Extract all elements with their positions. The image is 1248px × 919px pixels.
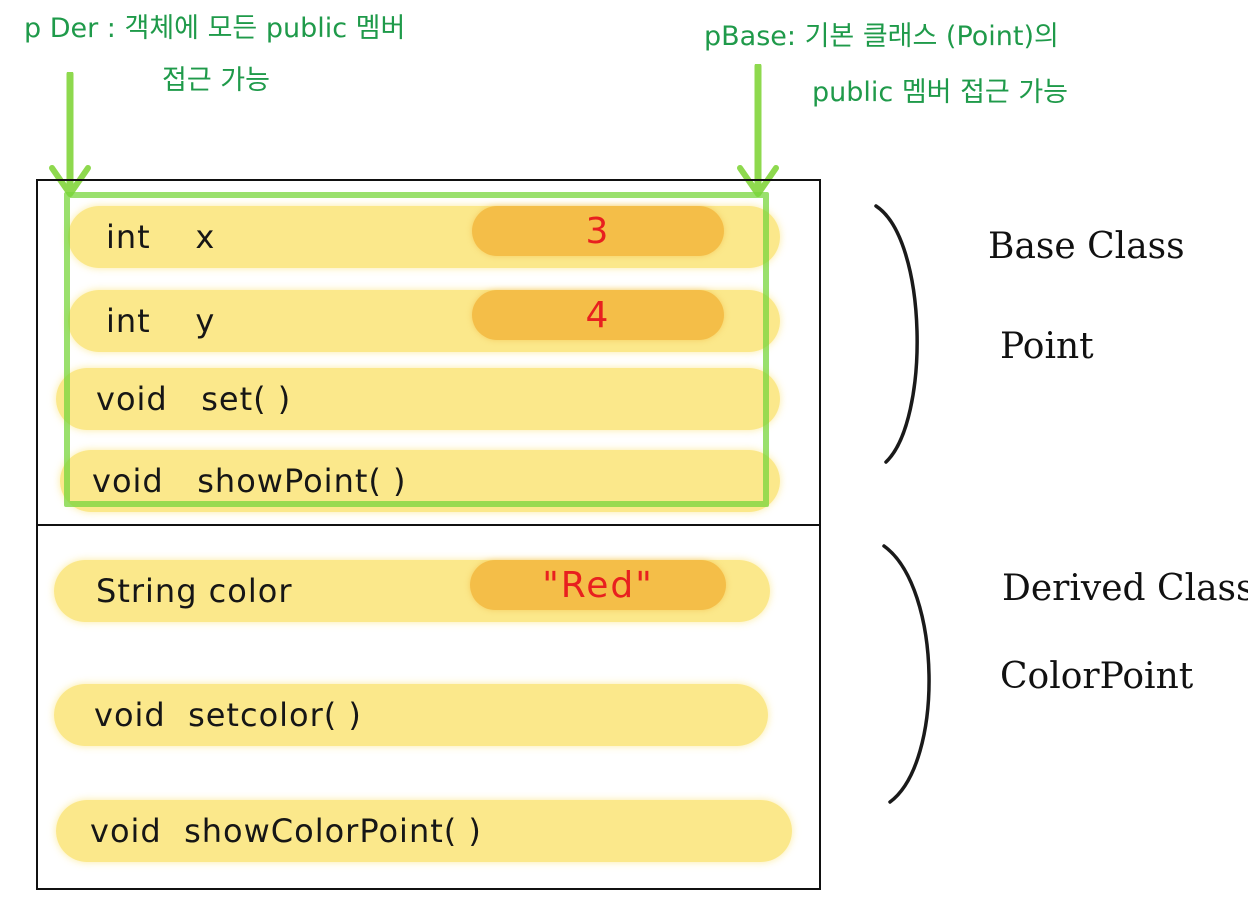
pder-annotation-line1: p Der : 객체에 모든 public 멤버	[24, 13, 406, 44]
derived-member-setcolor: void setcolor( )	[54, 684, 768, 746]
member-label: void set( )	[96, 380, 292, 418]
member-value: 4	[585, 294, 611, 336]
pbase-annotation-line1: pBase: 기본 클래스 (Point)의	[704, 21, 1059, 52]
member-value: "Red"	[542, 564, 654, 606]
derived-class-brace-icon	[882, 544, 931, 804]
derived-class-name: ColorPoint	[1000, 656, 1194, 697]
derived-class-label: Derived Class	[1002, 568, 1248, 609]
base-class-name: Point	[1000, 326, 1094, 367]
base-class-brace-icon	[874, 204, 919, 464]
base-member-x: int x 3	[68, 206, 780, 268]
object-box	[36, 179, 821, 890]
pbase-access-frame	[64, 192, 769, 507]
member-label: void showPoint( )	[92, 462, 407, 500]
member-label: void showColorPoint( )	[90, 812, 482, 850]
base-member-set: void set( )	[56, 368, 780, 430]
pder-annotation-line2: 접근 가능	[162, 65, 270, 96]
member-label: String color	[96, 572, 293, 610]
class-divider	[36, 524, 821, 526]
member-value: 3	[585, 210, 611, 252]
value-pill: 4	[472, 290, 724, 340]
member-label: void setcolor( )	[94, 696, 362, 734]
derived-member-color: String color "Red"	[54, 560, 770, 622]
pbase-annotation-line2: public 멤버 접근 가능	[812, 77, 1069, 108]
member-label: int y	[106, 302, 216, 340]
base-class-label: Base Class	[988, 226, 1185, 267]
derived-member-showcolorpoint: void showColorPoint( )	[56, 800, 792, 862]
value-pill: "Red"	[470, 560, 726, 610]
value-pill: 3	[472, 206, 724, 256]
base-member-y: int y 4	[68, 290, 780, 352]
member-label: int x	[106, 218, 216, 256]
